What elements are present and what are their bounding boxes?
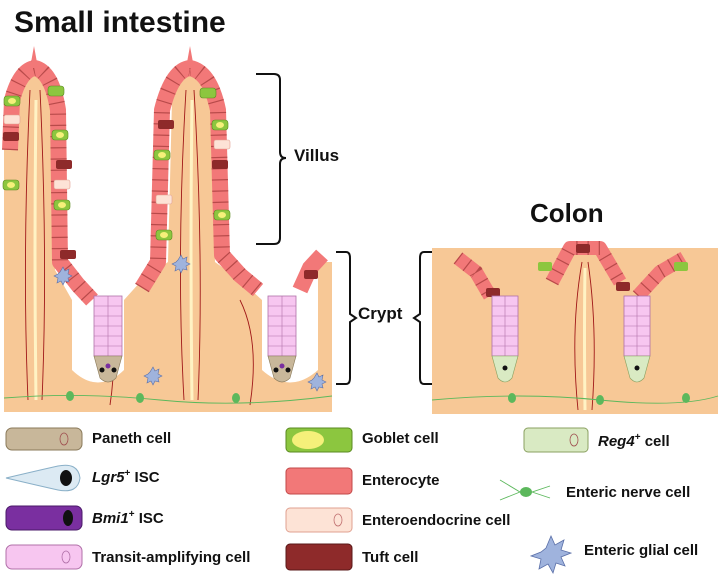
- colon-tissue: [431, 241, 719, 414]
- colon-title: Colon: [530, 198, 604, 228]
- legend-icons: [5, 427, 589, 575]
- legend-glial: Enteric glial cell: [584, 542, 699, 559]
- tuft-swatch: [285, 543, 353, 571]
- crypt-right: [267, 295, 297, 383]
- legend-lgr5: Lgr5+ ISC: [92, 468, 160, 486]
- reg4-swatch: [523, 427, 589, 453]
- crypt-left: [93, 295, 123, 383]
- transit-swatch: [5, 544, 83, 570]
- small-intestine-title: Small intestine: [14, 6, 226, 39]
- legend-reg4: Reg4+ cell: [598, 432, 670, 450]
- legend-enterocyte: Enterocyte: [362, 472, 440, 489]
- small-intestine-tissue: [2, 46, 333, 412]
- lgr5-swatch: [5, 464, 81, 492]
- legend-bmi1: Bmi1+ ISC: [92, 509, 164, 527]
- villus-label: Villus: [294, 146, 340, 165]
- enteroendocrine-swatch: [285, 507, 353, 533]
- paneth-swatch: [5, 427, 83, 451]
- enterocyte-swatch: [285, 467, 353, 495]
- legend-goblet: Goblet cell: [362, 430, 439, 447]
- legend-paneth: Paneth cell: [92, 430, 172, 447]
- legend-nerve: Enteric nerve cell: [566, 484, 691, 501]
- legend-tuft: Tuft cell: [362, 549, 419, 566]
- legend-enteroendocrine: Enteroendocrine cell: [362, 512, 511, 529]
- bmi1-swatch: [5, 505, 83, 531]
- glial-swatch: [529, 534, 573, 575]
- legend-transit: Transit-amplifying cell: [92, 549, 251, 566]
- nerve-swatch: [499, 479, 551, 501]
- crypt-label: Crypt: [358, 304, 403, 323]
